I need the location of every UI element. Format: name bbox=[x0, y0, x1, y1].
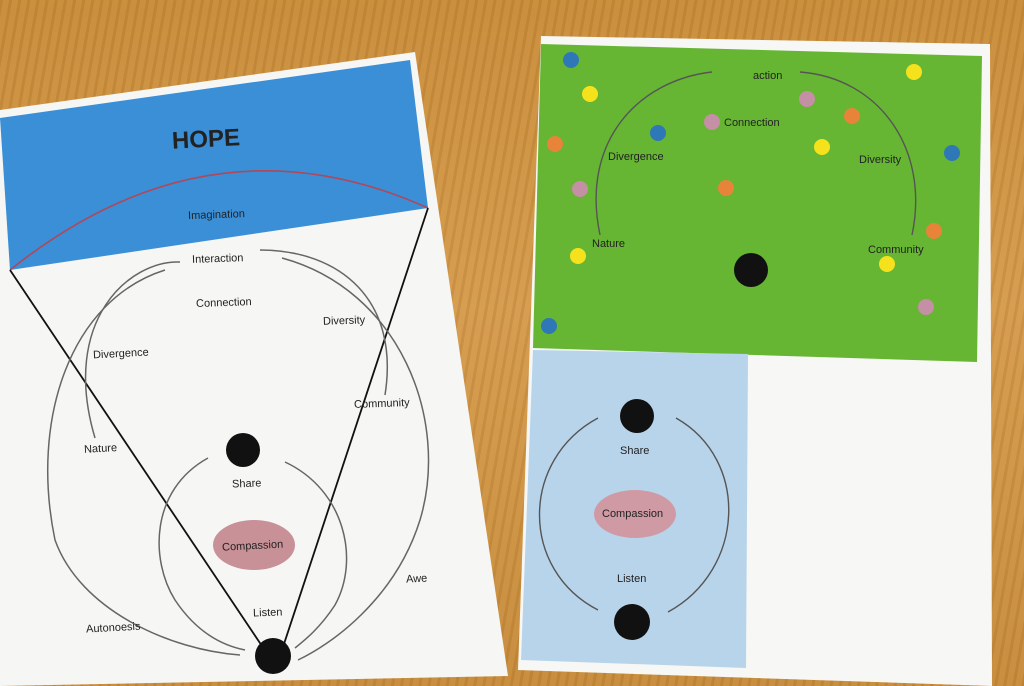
green-black-dot bbox=[734, 253, 768, 287]
dot-orange bbox=[926, 223, 942, 239]
dot-orange bbox=[718, 180, 734, 196]
dot-orange bbox=[844, 108, 860, 124]
connection-label: Connection bbox=[196, 296, 252, 310]
awe-label: Awe bbox=[406, 573, 428, 586]
compassion-ellipse bbox=[213, 520, 295, 570]
bottom-black-dot bbox=[255, 638, 291, 674]
interaction-label: Interaction bbox=[192, 252, 244, 266]
share-label-right: Share bbox=[620, 445, 649, 457]
blue-top-black-dot bbox=[620, 399, 654, 433]
compassion-label-right: Compassion bbox=[602, 508, 663, 520]
dot-orange bbox=[547, 136, 563, 152]
dot-pink bbox=[918, 299, 934, 315]
imagination-arc bbox=[9, 170, 429, 271]
outer-arc-left-top bbox=[84, 261, 181, 439]
connection-label-right: Connection bbox=[724, 117, 780, 129]
dot-pink bbox=[572, 181, 588, 197]
blue-arc-right bbox=[667, 417, 730, 613]
autonoesis-label: Autonoesis bbox=[86, 621, 141, 636]
inner-arc-right bbox=[284, 461, 348, 649]
community-label: Community bbox=[354, 397, 411, 411]
share-label: Share bbox=[232, 477, 262, 490]
listen-label: Listen bbox=[253, 606, 283, 619]
nature-label-right: Nature bbox=[592, 238, 625, 250]
dot-yellow bbox=[814, 139, 830, 155]
hope-banner bbox=[0, 60, 428, 270]
dot-yellow bbox=[906, 64, 922, 80]
big-arc-right bbox=[281, 257, 430, 661]
hope-title: HOPE bbox=[171, 124, 240, 155]
dot-yellow bbox=[582, 86, 598, 102]
inner-arc-left bbox=[158, 457, 246, 651]
outer-arc-right-top bbox=[259, 249, 388, 396]
listen-label-right: Listen bbox=[617, 573, 646, 585]
dot-blue bbox=[541, 318, 557, 334]
dot-blue bbox=[944, 145, 960, 161]
diversity-label-right: Diversity bbox=[859, 154, 902, 166]
community-label-right: Community bbox=[868, 244, 924, 256]
dot-blue bbox=[563, 52, 579, 68]
compassion-ellipse-right bbox=[594, 490, 676, 538]
dot-blue bbox=[650, 125, 666, 141]
blue-bottom-black-dot bbox=[614, 604, 650, 640]
dot-yellow bbox=[570, 248, 586, 264]
compassion-label: Compassion bbox=[222, 539, 284, 554]
top-black-dot bbox=[226, 433, 260, 467]
divergence-label: Divergence bbox=[93, 347, 149, 362]
diversity-label: Diversity bbox=[323, 314, 366, 327]
divergence-label-right: Divergence bbox=[608, 151, 664, 163]
dot-pink bbox=[799, 91, 815, 107]
green-panel bbox=[533, 44, 982, 362]
green-arc-right bbox=[799, 71, 917, 236]
dot-pink bbox=[704, 114, 720, 130]
nature-label: Nature bbox=[84, 442, 118, 456]
action-label: action bbox=[753, 70, 782, 82]
green-arc-left bbox=[595, 71, 713, 236]
big-arc-left bbox=[47, 269, 241, 656]
triangle-right-line bbox=[281, 207, 429, 651]
triangle-left-line bbox=[9, 269, 269, 656]
imagination-label: Imagination bbox=[188, 208, 245, 222]
colored-dots bbox=[541, 52, 960, 334]
dot-yellow bbox=[879, 256, 895, 272]
blue-arc-left bbox=[539, 417, 599, 611]
